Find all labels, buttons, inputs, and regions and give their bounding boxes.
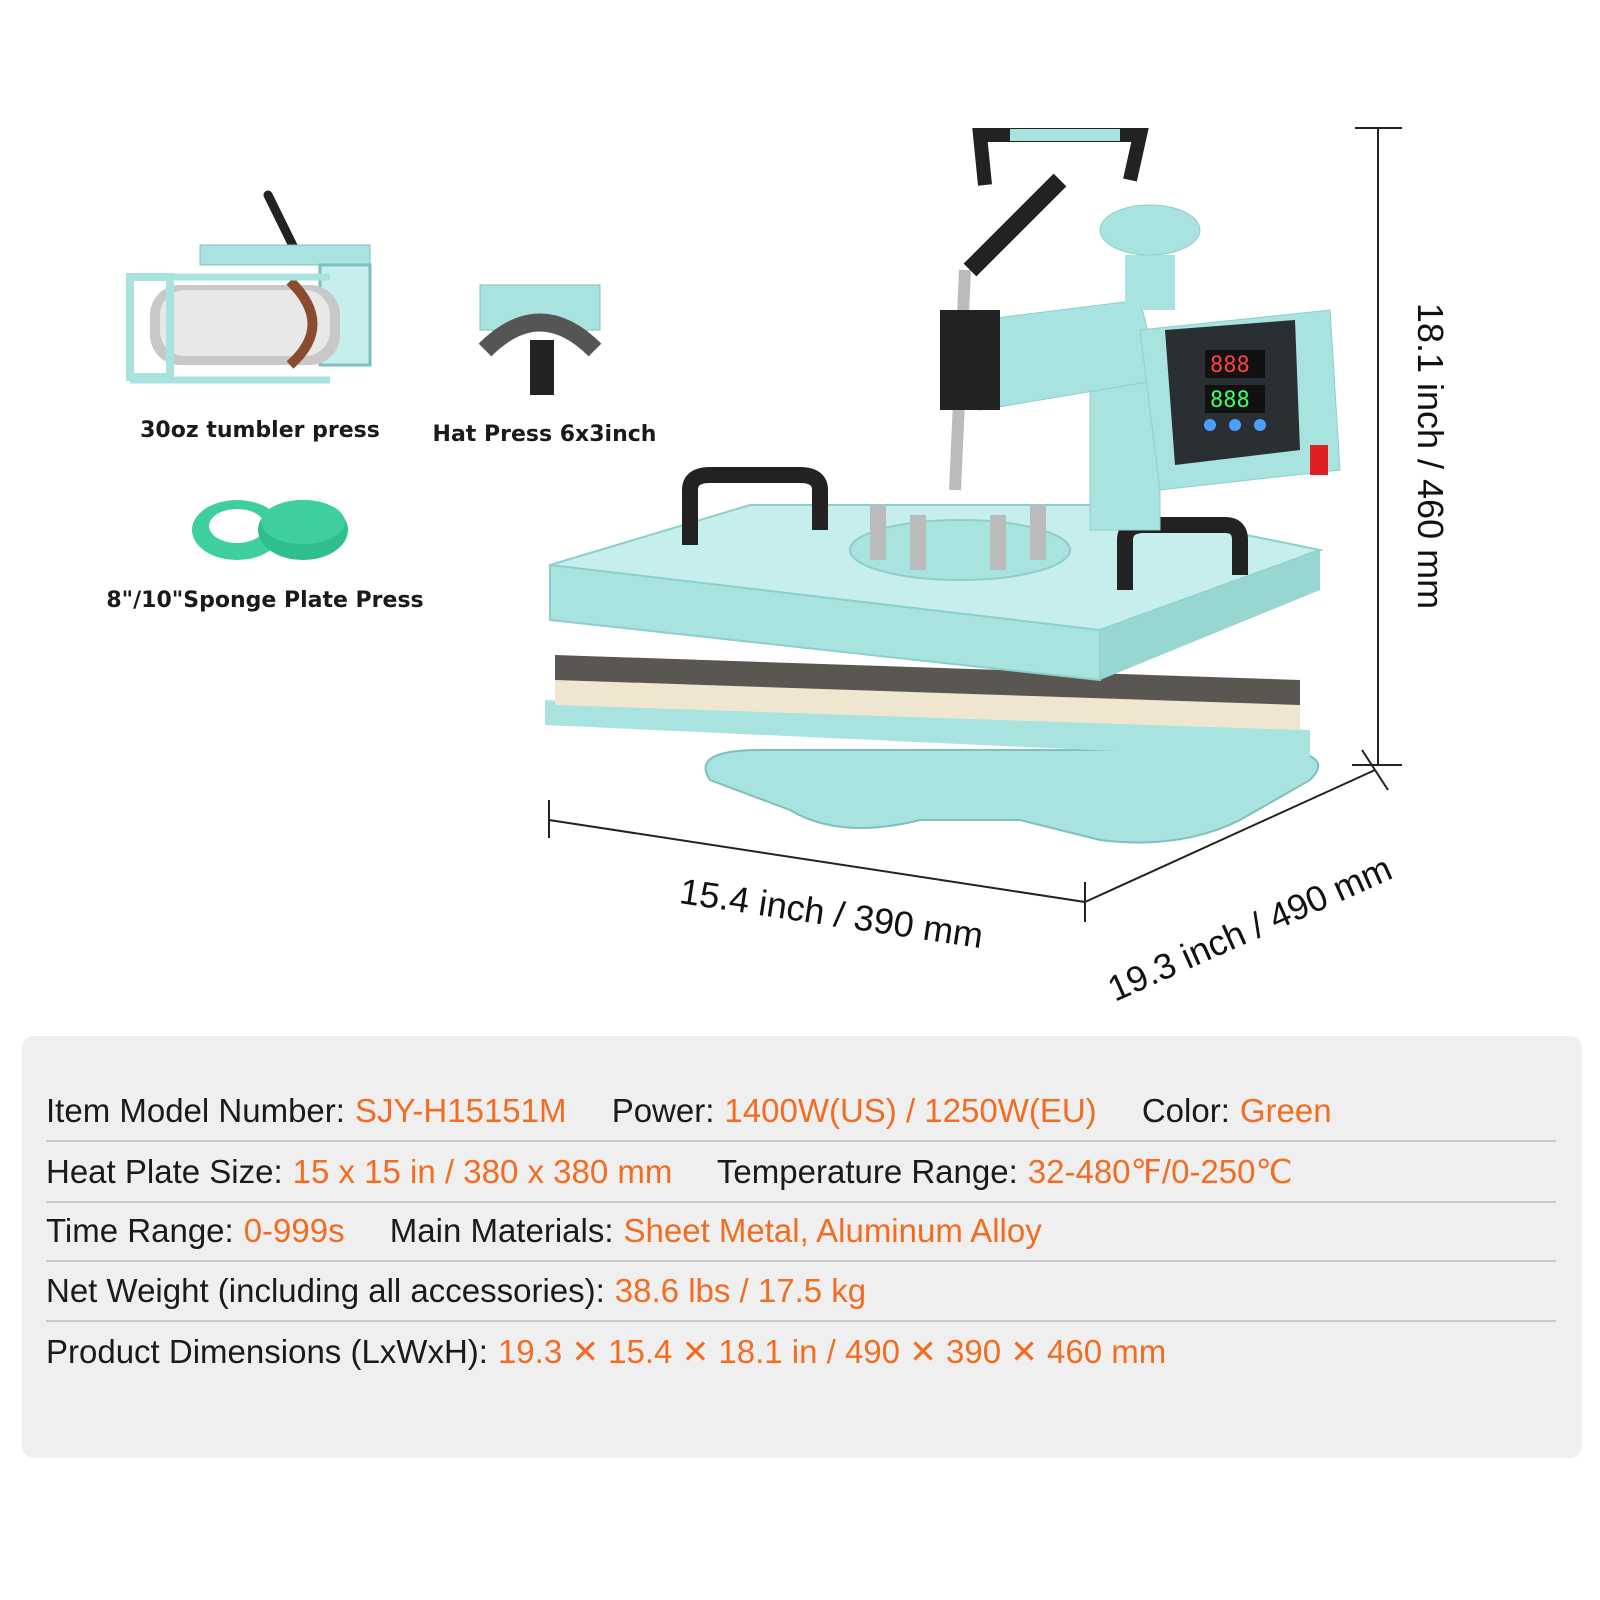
- spec-row-1: Item Model Number:SJY-H15151M Power:1400…: [46, 1092, 1556, 1142]
- hat-press-image: [478, 284, 602, 395]
- dimensions-label: Product Dimensions (LxWxH):: [46, 1333, 488, 1370]
- spec-panel: Item Model Number:SJY-H15151M Power:1400…: [22, 1036, 1582, 1458]
- height-dimension-label: 18.1 inch / 460 mm: [1410, 302, 1451, 610]
- row-divider: [46, 1140, 1556, 1142]
- spec-row-4: Net Weight (including all accessories):3…: [46, 1272, 1556, 1322]
- tumbler-press-image: [126, 190, 372, 384]
- model-label: Item Model Number:: [46, 1092, 345, 1129]
- materials-value: Sheet Metal, Aluminum Alloy: [623, 1212, 1042, 1249]
- row-divider: [46, 1201, 1556, 1203]
- time-range-value: 0-999s: [243, 1212, 345, 1249]
- spec-row-2: Heat Plate Size:15 x 15 in / 380 x 380 m…: [46, 1152, 1556, 1203]
- power-value: 1400W(US) / 1250W(EU): [724, 1092, 1097, 1129]
- svg-text:888: 888: [1210, 353, 1250, 378]
- hat-press-label: Hat Press 6x3inch: [432, 422, 657, 447]
- spec-row-3: Time Range:0-999s Main Materials:Sheet M…: [46, 1212, 1556, 1262]
- model-value: SJY-H15151M: [354, 1092, 567, 1129]
- color-label: Color:: [1141, 1092, 1230, 1129]
- dimension-lines: [548, 127, 1402, 922]
- row-divider: [46, 1320, 1556, 1322]
- weight-label: Net Weight (including all accessories):: [46, 1272, 605, 1309]
- weight-value: 38.6 lbs / 17.5 kg: [614, 1272, 867, 1309]
- plate-size-value: 15 x 15 in / 380 x 380 mm: [292, 1153, 673, 1190]
- temp-range-value: 32-480℉/0-250℃: [1027, 1153, 1293, 1190]
- plate-size-label: Heat Plate Size:: [46, 1153, 283, 1190]
- tumbler-press-label: 30oz tumbler press: [140, 418, 380, 443]
- power-label: Power:: [611, 1092, 715, 1129]
- temp-range-label: Temperature Range:: [716, 1153, 1018, 1190]
- dimensions-value: 19.3 ✕ 15.4 ✕ 18.1 in / 490 ✕ 390 ✕ 460 …: [497, 1333, 1167, 1370]
- sponge-plate-image: [192, 500, 348, 560]
- spec-row-5: Product Dimensions (LxWxH):19.3 ✕ 15.4 ✕…: [46, 1332, 1556, 1371]
- sponge-plate-label: 8"/10"Sponge Plate Press: [106, 588, 424, 613]
- svg-text:888: 888: [1210, 388, 1250, 413]
- color-value: Green: [1239, 1092, 1332, 1129]
- materials-label: Main Materials:: [389, 1212, 614, 1249]
- row-divider: [46, 1260, 1556, 1262]
- heat-press-machine-image: 888 888: [545, 128, 1341, 844]
- time-range-label: Time Range:: [46, 1212, 234, 1249]
